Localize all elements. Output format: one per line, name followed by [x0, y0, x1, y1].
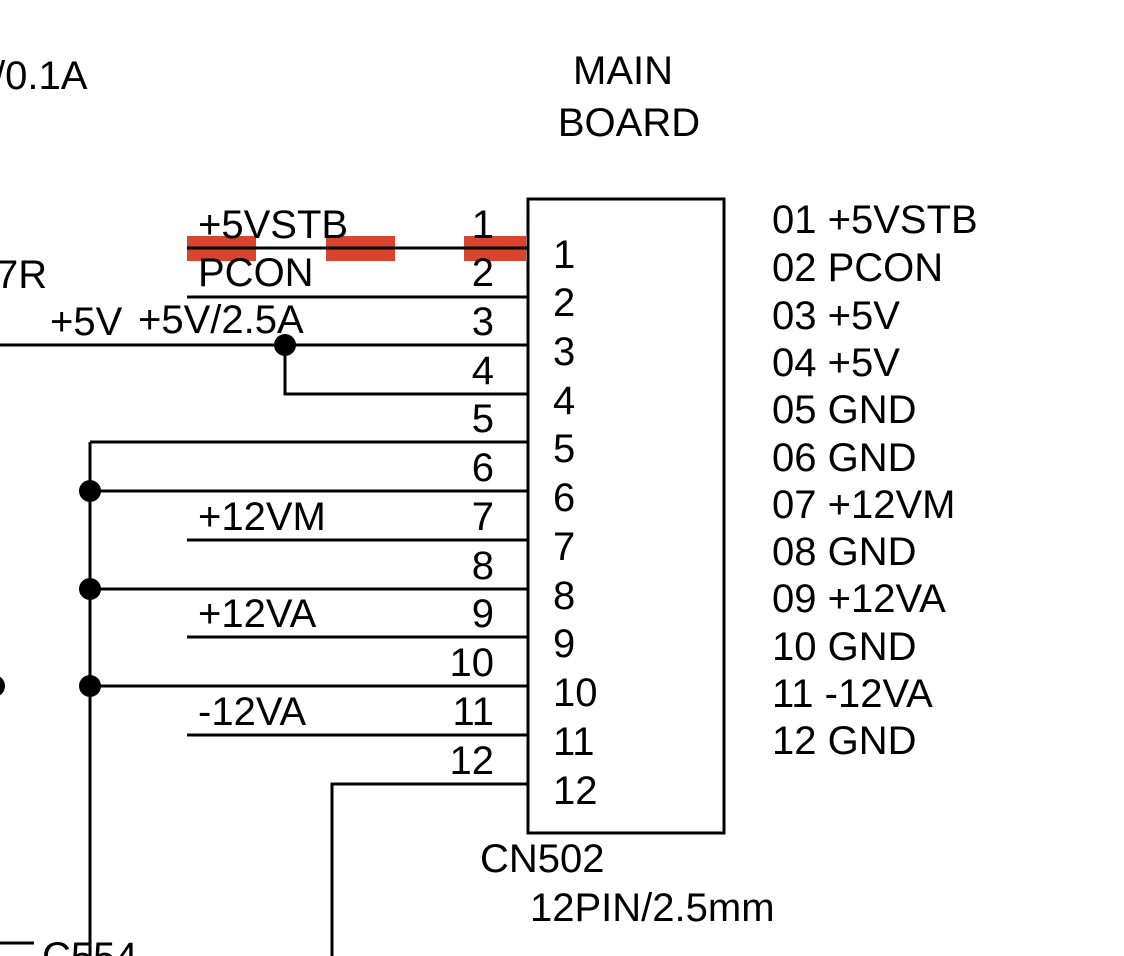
net-label-12va: +12VA: [198, 592, 317, 636]
wire-pin-number: 1: [472, 203, 494, 247]
connector-pin-number: 5: [553, 427, 575, 471]
connector-pin-number: 4: [553, 379, 575, 423]
wire-pin-numbers: 1 2 3 4 5 6 7 8 9 10 11 12: [450, 203, 495, 783]
wire-pin-4: [283, 345, 528, 396]
junction-dot: [274, 334, 296, 356]
wires: [0, 246, 528, 956]
connector-pin-number: 3: [553, 330, 575, 374]
net-label-5vstb: +5VSTB: [198, 203, 348, 247]
net-label-neg12va: -12VA: [198, 690, 307, 734]
net-label-pcon: PCON: [198, 251, 314, 295]
connector-pin-number: 7: [553, 525, 575, 569]
capacitor-ref: C554: [42, 935, 138, 956]
junction-dot: [79, 578, 101, 600]
wire-pin-number: 11: [452, 690, 494, 734]
connector-ref: CN502: [480, 837, 605, 881]
wire-pin-number: 10: [450, 641, 495, 685]
wire-pin-number: 4: [472, 349, 494, 393]
pin-table-entry: 06 GND: [772, 436, 917, 480]
junction-dot-partial: [0, 676, 5, 696]
pin-table-entry: 09 +12VA: [772, 577, 946, 621]
connector-pin-number: 11: [553, 720, 595, 764]
junction-dot: [79, 480, 101, 502]
wire-pin-number: 6: [472, 446, 494, 490]
main-board-title-line1: MAIN: [573, 49, 673, 93]
wire-pin-number: 12: [450, 739, 495, 783]
wire-pin-number: 7: [472, 495, 494, 539]
pin-table-entry: 04 +5V: [772, 341, 900, 385]
wire-pin-12: [330, 782, 528, 956]
pin-table-entry: 01 +5VSTB: [772, 198, 978, 242]
wire-pin-number: 3: [472, 300, 494, 344]
pin-table-entry: 02 PCON: [772, 246, 943, 290]
junction-dot: [79, 675, 101, 697]
connector-pin-number: 6: [553, 476, 575, 520]
pin-table-entry: 10 GND: [772, 625, 917, 669]
pin-table-entry: 08 GND: [772, 530, 917, 574]
connector-pin-number: 2: [553, 281, 575, 325]
connector-pin-number: 8: [553, 574, 575, 618]
pin-table-entry: 05 GND: [772, 388, 917, 432]
connector-spec: 12PIN/2.5mm: [530, 886, 775, 930]
pin-table-entry: 07 +12VM: [772, 483, 955, 527]
pin-table-entry: 03 +5V: [772, 294, 900, 338]
wire-pin-number: 8: [472, 544, 494, 588]
net-label-5v: +5V: [50, 300, 123, 344]
wire-pin-number: 9: [472, 592, 494, 636]
main-board-title-line2: BOARD: [558, 101, 700, 145]
connector-pin-number: 10: [553, 671, 598, 715]
wire-pin-number: 2: [472, 251, 494, 295]
connector-pin-numbers: 1 2 3 4 5 6 7 8 9 10 11 12: [553, 233, 598, 813]
wire-pin-number: 5: [472, 397, 494, 441]
net-label-12vm: +12VM: [198, 495, 326, 539]
connector-pin-number: 1: [553, 233, 575, 277]
connector-body: [526, 197, 726, 835]
left-ref-fragment: 7R: [0, 253, 47, 297]
connector-pin-number: 12: [553, 769, 598, 813]
pin-table-entry: 11 -12VA: [772, 672, 933, 716]
net-label-5v-current: +5V/2.5A: [138, 298, 304, 342]
pin-function-table: 01 +5VSTB 02 PCON 03 +5V 04 +5V 05 GND 0…: [772, 198, 978, 763]
junctions: [0, 334, 296, 697]
connector-pin-number: 9: [553, 622, 575, 666]
left-current-fragment: /0.1A: [0, 54, 88, 98]
pin-table-entry: 12 GND: [772, 719, 917, 763]
